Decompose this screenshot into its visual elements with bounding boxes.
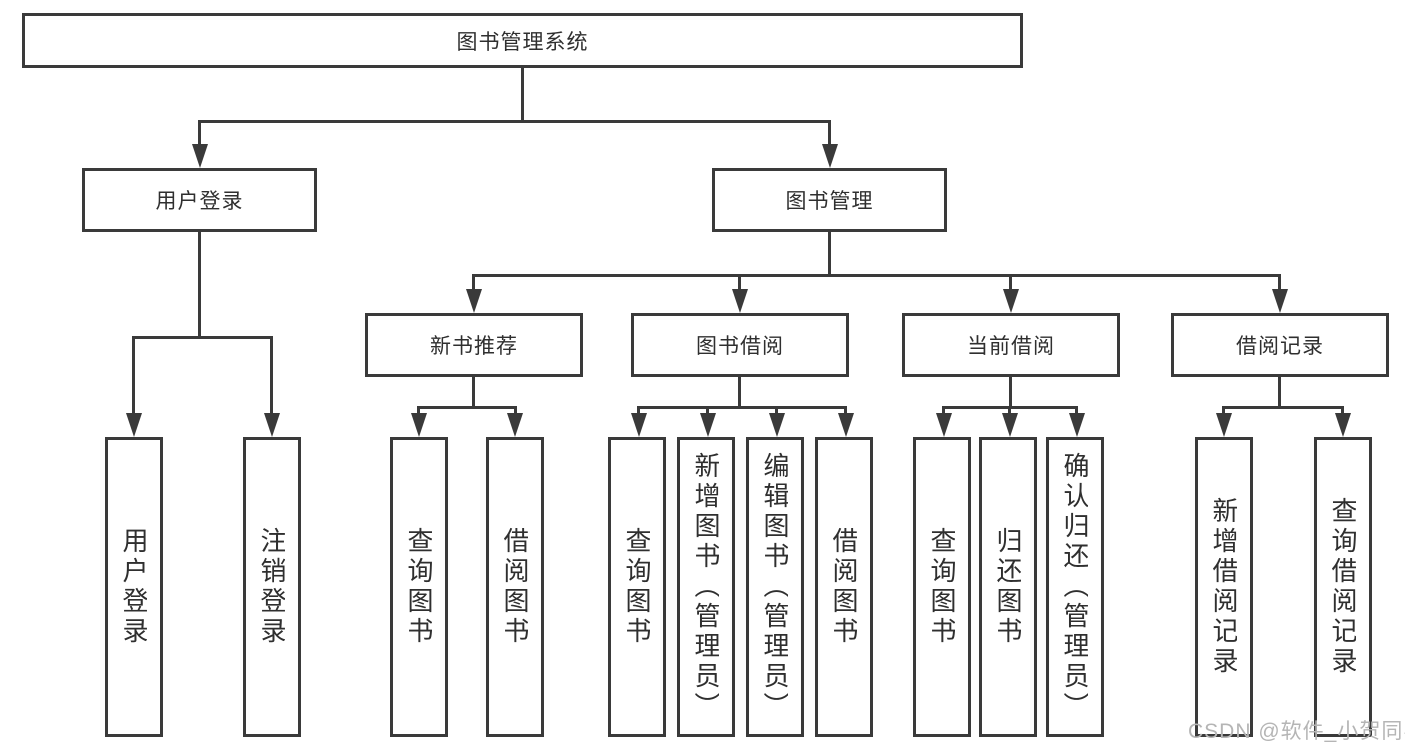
connector-to-user-login-leaf <box>132 336 135 418</box>
node-root: 图书管理系统 <box>22 13 1023 68</box>
connector-root-to-user-login <box>198 120 201 150</box>
connector-groupA-left <box>417 406 420 418</box>
node-query-books-current: 查询图书 <box>913 437 971 737</box>
connector-book-management-bus <box>472 274 1281 277</box>
connector-groupA-bus <box>417 406 517 409</box>
connector-groupB-3 <box>775 406 778 418</box>
node-confirm-return-admin-label: 确认归还（管理员） <box>1062 452 1088 722</box>
node-user-login-leaf-label: 用户登录 <box>121 527 147 647</box>
connector-user-login-bus <box>133 336 273 339</box>
connector-groupC-2 <box>1008 406 1011 418</box>
connector-groupB-stem <box>738 377 741 408</box>
connector-groupB-bus <box>637 406 847 409</box>
arrowhead-user-login <box>192 144 208 168</box>
arrowhead-book-management <box>822 144 838 168</box>
arrowhead-current-borrow <box>1003 289 1019 313</box>
connector-groupD-1 <box>1222 406 1225 418</box>
connector-root-bus <box>199 120 831 123</box>
connector-groupA-right <box>514 406 517 418</box>
arrowhead-groupA-right <box>507 413 523 437</box>
connector-groupB-2 <box>706 406 709 418</box>
node-borrow-books-leaf: 借阅图书 <box>815 437 873 737</box>
node-add-borrow-record: 新增借阅记录 <box>1195 437 1253 737</box>
connector-groupB-1 <box>637 406 640 418</box>
connector-groupD-2 <box>1341 406 1344 418</box>
connector-groupD-bus <box>1222 406 1344 409</box>
node-user-login-leaf: 用户登录 <box>105 437 163 737</box>
connector-to-new-book-recommend <box>472 274 475 294</box>
connector-groupB-4 <box>844 406 847 418</box>
node-borrow-records: 借阅记录 <box>1171 313 1389 377</box>
arrowhead-groupB-2 <box>700 413 716 437</box>
node-borrow-books-recommend: 借阅图书 <box>486 437 544 737</box>
connector-to-current-borrow <box>1009 274 1012 294</box>
arrowhead-book-borrow <box>732 289 748 313</box>
node-query-borrow-record-label: 查询借阅记录 <box>1330 497 1356 677</box>
node-return-book-label: 归还图书 <box>995 527 1021 647</box>
connector-to-book-borrow <box>738 274 741 294</box>
connector-groupC-3 <box>1075 406 1078 418</box>
node-add-borrow-record-label: 新增借阅记录 <box>1211 497 1237 677</box>
arrowhead-groupD-1 <box>1216 413 1232 437</box>
connector-groupA-stem <box>472 377 475 408</box>
node-query-books-borrow-label: 查询图书 <box>624 527 650 647</box>
node-query-books-current-label: 查询图书 <box>929 527 955 647</box>
node-add-book-admin: 新增图书（管理员） <box>677 437 735 737</box>
node-query-borrow-record: 查询借阅记录 <box>1314 437 1372 737</box>
node-logout-leaf: 注销登录 <box>243 437 301 737</box>
arrowhead-groupB-1 <box>631 413 647 437</box>
connector-user-login-stem <box>198 232 201 338</box>
arrowhead-borrow-records <box>1272 289 1288 313</box>
node-edit-book-admin-label: 编辑图书（管理员） <box>762 452 788 722</box>
node-user-login-branch: 用户登录 <box>82 168 317 232</box>
arrowhead-groupA-left <box>411 413 427 437</box>
connector-to-borrow-records <box>1278 274 1281 294</box>
arrowhead-user-login-leaf <box>126 413 142 437</box>
node-add-book-admin-label: 新增图书（管理员） <box>693 452 719 722</box>
node-query-books-borrow: 查询图书 <box>608 437 666 737</box>
arrowhead-new-book-recommend <box>466 289 482 313</box>
arrowhead-groupD-2 <box>1335 413 1351 437</box>
node-current-borrow: 当前借阅 <box>902 313 1120 377</box>
node-return-book: 归还图书 <box>979 437 1037 737</box>
node-book-management-branch: 图书管理 <box>712 168 947 232</box>
node-query-books-recommend: 查询图书 <box>390 437 448 737</box>
connector-groupD-stem <box>1278 377 1281 408</box>
arrowhead-groupB-4 <box>838 413 854 437</box>
arrowhead-groupC-3 <box>1069 413 1085 437</box>
arrowhead-logout-leaf <box>264 413 280 437</box>
connector-groupC-stem <box>1009 377 1012 408</box>
connector-root-stem <box>521 68 524 122</box>
node-logout-leaf-label: 注销登录 <box>259 527 285 647</box>
node-borrow-books-recommend-label: 借阅图书 <box>502 527 528 647</box>
csdn-watermark: CSDN @软件_小贺同学 <box>1188 720 1405 743</box>
arrowhead-groupB-3 <box>769 413 785 437</box>
node-confirm-return-admin: 确认归还（管理员） <box>1046 437 1104 737</box>
node-book-borrow: 图书借阅 <box>631 313 849 377</box>
node-edit-book-admin: 编辑图书（管理员） <box>746 437 804 737</box>
node-query-books-recommend-label: 查询图书 <box>406 527 432 647</box>
arrowhead-groupC-1 <box>936 413 952 437</box>
arrowhead-groupC-2 <box>1002 413 1018 437</box>
node-new-book-recommend: 新书推荐 <box>365 313 583 377</box>
connector-to-logout-leaf <box>270 336 273 418</box>
connector-root-to-book-management <box>828 120 831 150</box>
connector-book-management-stem <box>828 232 831 276</box>
connector-groupC-1 <box>942 406 945 418</box>
node-borrow-books-leaf-label: 借阅图书 <box>831 527 857 647</box>
